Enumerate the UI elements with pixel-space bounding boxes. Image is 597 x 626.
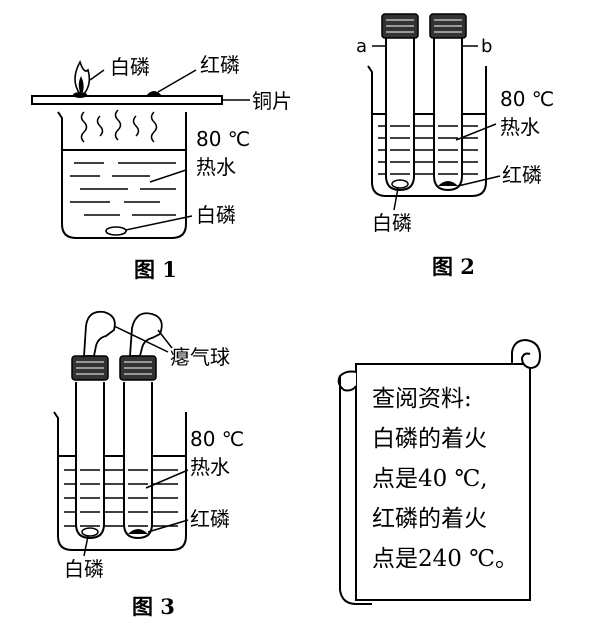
fig2-beaker <box>367 65 487 197</box>
fig2-label-water: 热水 <box>500 115 540 139</box>
fig3-tube-left <box>75 382 105 540</box>
fig2-label-red-p: 红磷 <box>502 163 542 187</box>
note-line-3: 点是40 ℃, <box>372 466 488 492</box>
fig3-balloon-left <box>83 310 116 357</box>
fig2-label-b: b <box>481 36 492 57</box>
scroll-top-curl <box>511 338 542 370</box>
fig1-label-water: 热水 <box>196 155 236 179</box>
figure-1: 白磷 红磷 铜片 80 ℃ 热水 白磷 图 1 <box>31 53 292 282</box>
fig1-copper-plate <box>31 95 223 105</box>
fig2-tube-a <box>385 38 415 192</box>
fig2-caption: 图 2 <box>432 254 475 279</box>
fig2-tube-a-water <box>390 125 410 175</box>
scroll-left-roll <box>337 370 357 392</box>
fig2-label-temp: 80 ℃ <box>500 87 554 111</box>
fig1-label-copper: 铜片 <box>252 89 292 113</box>
fig3-red-phosphorus <box>128 529 148 534</box>
fig1-white-phosphorus-bottom <box>105 226 127 236</box>
fig2-red-phosphorus <box>438 181 458 186</box>
fig3-label-water: 热水 <box>190 455 230 479</box>
note-line-4: 红磷的着火 <box>372 506 487 532</box>
scroll-sheet <box>355 363 531 601</box>
fig3-tube-right <box>123 382 153 540</box>
fig1-label-temp: 80 ℃ <box>196 127 250 151</box>
fig3-tube-right-water <box>128 469 148 527</box>
note-line-5: 点是240 ℃。 <box>372 546 518 572</box>
fig1-label-white-p-bottom: 白磷 <box>196 203 236 227</box>
scroll-note: 查阅资料: 白磷的着火 点是40 ℃, 红磷的着火 点是240 ℃。 <box>337 338 542 605</box>
fig3-tube-left-water <box>80 469 100 527</box>
fig3-beaker <box>53 411 187 551</box>
fig2-tube-b-water <box>438 125 458 175</box>
note-line-2: 白磷的着火 <box>372 426 487 452</box>
fig3-label-red-p: 红磷 <box>190 507 230 531</box>
fig1-vapor <box>80 109 158 143</box>
fig3-label-temp: 80 ℃ <box>190 427 244 451</box>
fig3-label-white-p: 白磷 <box>64 557 104 581</box>
figure-3: 瘪气球 80 ℃ 热水 红磷 白磷 图 3 <box>53 310 244 619</box>
note-line-1: 查阅资料: <box>372 386 472 412</box>
scroll-text: 查阅资料: 白磷的着火 点是40 ℃, 红磷的着火 点是240 ℃。 <box>372 386 518 572</box>
fig1-label-red-p: 红磷 <box>200 53 240 77</box>
figure-2: a b 80 ℃ 热水 红磷 白磷 图 2 <box>356 13 554 279</box>
fig3-caption: 图 3 <box>132 594 175 619</box>
fig2-white-phosphorus <box>391 179 409 189</box>
fig1-beaker <box>57 111 187 239</box>
fig1-white-phosphorus-top <box>73 92 87 98</box>
fig1-water-lines <box>70 162 176 216</box>
fig2-label-white-p: 白磷 <box>372 211 412 235</box>
flame-icon <box>74 60 91 95</box>
fig3-label-balloon: 瘪气球 <box>170 345 230 369</box>
fig3-white-phosphorus <box>81 527 99 537</box>
fig1-label-white-p-top: 白磷 <box>110 55 150 79</box>
fig1-red-phosphorus <box>146 91 162 96</box>
fig2-label-a: a <box>356 36 367 57</box>
fig2-tube-b <box>433 38 463 192</box>
fig1-caption: 图 1 <box>134 257 177 282</box>
fig3-balloon-right <box>129 312 163 357</box>
